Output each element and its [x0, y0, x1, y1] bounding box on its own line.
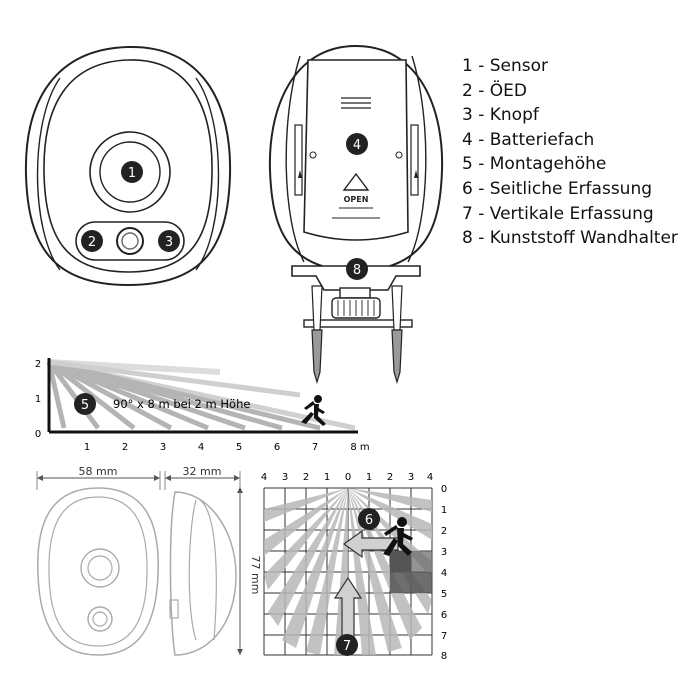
legend-item-wandhalter: 8 - Kunststoff Wandhalter: [462, 228, 678, 249]
grid-top-tick-0: 4: [261, 472, 267, 483]
running-person-grid-icon: [383, 517, 413, 556]
y-tick-1: 1: [35, 394, 41, 405]
wall-plate: [303, 319, 413, 328]
callout-7: 7: [336, 634, 358, 656]
detection-grid: 6 7 4 3 2 1 0 1 2 3 4 0 1 2 3 4 5 6 7 8: [261, 472, 447, 662]
highlight-cell-2: [390, 572, 432, 593]
callout-3: 3: [158, 230, 180, 252]
x-tick-3: 3: [160, 442, 166, 453]
dimension-views: [36, 471, 243, 656]
grid-right-tick-3: 3: [441, 547, 447, 558]
open-triangle: [342, 172, 370, 191]
depth-dim-label: 32 mm: [183, 465, 222, 478]
callout-1: 1: [121, 161, 143, 183]
svg-text:1: 1: [128, 166, 136, 181]
vertical-arrow-icon: [333, 576, 363, 638]
legend-item-sensor: 1 - Sensor: [462, 56, 549, 76]
x-tick-5: 5: [236, 442, 242, 453]
legend-item-oed: 2 - ÖED: [462, 80, 527, 101]
left-slot: [294, 124, 303, 196]
x-tick-4: 4: [198, 442, 204, 453]
legend-item-montagehoehe: 5 - Montagehöhe: [462, 154, 607, 175]
legend-item-batteriefach: 4 - Batteriefach: [462, 129, 595, 150]
grid-top-tick-1: 3: [282, 472, 288, 483]
front-view: [24, 45, 232, 287]
legend-item-seitliche-erfassung: 6 - Seitliche Erfassung: [462, 178, 653, 199]
grid-top-tick-2: 2: [303, 472, 309, 483]
grid-right-tick-5: 5: [441, 589, 447, 600]
highlight-cell-1: [390, 551, 411, 572]
height-dim-label: 77 mm: [249, 556, 262, 595]
grid-top-tick-7: 3: [408, 472, 414, 483]
small-side-housing: [169, 491, 237, 656]
svg-text:6: 6: [365, 513, 373, 528]
mounting-caption: 90° x 8 m bei 2 m Höhe: [113, 397, 250, 411]
vent-lines: [341, 97, 371, 109]
svg-text:4: 4: [353, 138, 361, 153]
open-label: OPEN: [344, 195, 369, 204]
x-tick-7: 7: [312, 442, 318, 453]
y-tick-2: 2: [35, 359, 41, 370]
mounting-height-diagram: 0 1 2 1 2 3 4 5 6 7 8 m 90° x 8 m bei 2 …: [35, 358, 370, 453]
grid-right-tick-2: 2: [441, 526, 447, 537]
grid-right-tick-4: 4: [441, 568, 447, 579]
running-person-icon: [301, 395, 326, 426]
x-tick-8: 8 m: [350, 442, 369, 453]
callout-2: 2: [81, 230, 103, 252]
grid-top-tick-8: 4: [427, 472, 433, 483]
highlight-cell-3: [411, 551, 432, 572]
grid-top-tick-4: 0: [345, 472, 351, 483]
y-tick-0: 0: [35, 429, 41, 440]
x-tick-6: 6: [274, 442, 280, 453]
wall-dowels: [311, 285, 403, 385]
grid-right-tick-7: 7: [441, 631, 447, 642]
callout-4: 4: [346, 133, 368, 155]
x-tick-2: 2: [122, 442, 128, 453]
detection-beams-side: [46, 359, 356, 431]
back-view: OPEN: [268, 44, 444, 385]
legend-item-knopf: 3 - Knopf: [462, 105, 539, 126]
legend-item-vertikale-erfassung: 7 - Vertikale Erfassung: [462, 203, 654, 224]
svg-text:8: 8: [353, 263, 361, 278]
svg-text:7: 7: [343, 639, 351, 654]
x-tick-1: 1: [84, 442, 90, 453]
small-front-housing: [37, 487, 159, 656]
svg-text:5: 5: [81, 398, 89, 413]
legend: 1 - Sensor 2 - ÖED 3 - Knopf 4 - Batteri…: [462, 54, 678, 251]
callout-5: 5: [74, 393, 96, 415]
grid-right-tick-0: 0: [441, 484, 447, 495]
width-dim-label: 58 mm: [79, 465, 118, 478]
svg-text:3: 3: [165, 235, 173, 250]
grid-top-tick-3: 1: [324, 472, 330, 483]
grid-right-tick-8: 8: [441, 651, 447, 662]
grid-right-tick-6: 6: [441, 610, 447, 621]
right-slot: [410, 124, 419, 196]
svg-text:2: 2: [88, 235, 96, 250]
grid-top-tick-6: 2: [387, 472, 393, 483]
grid-top-tick-5: 1: [366, 472, 372, 483]
grid-right-tick-1: 1: [441, 505, 447, 516]
callout-8: 8: [346, 258, 368, 280]
callout-6: 6: [358, 508, 380, 530]
